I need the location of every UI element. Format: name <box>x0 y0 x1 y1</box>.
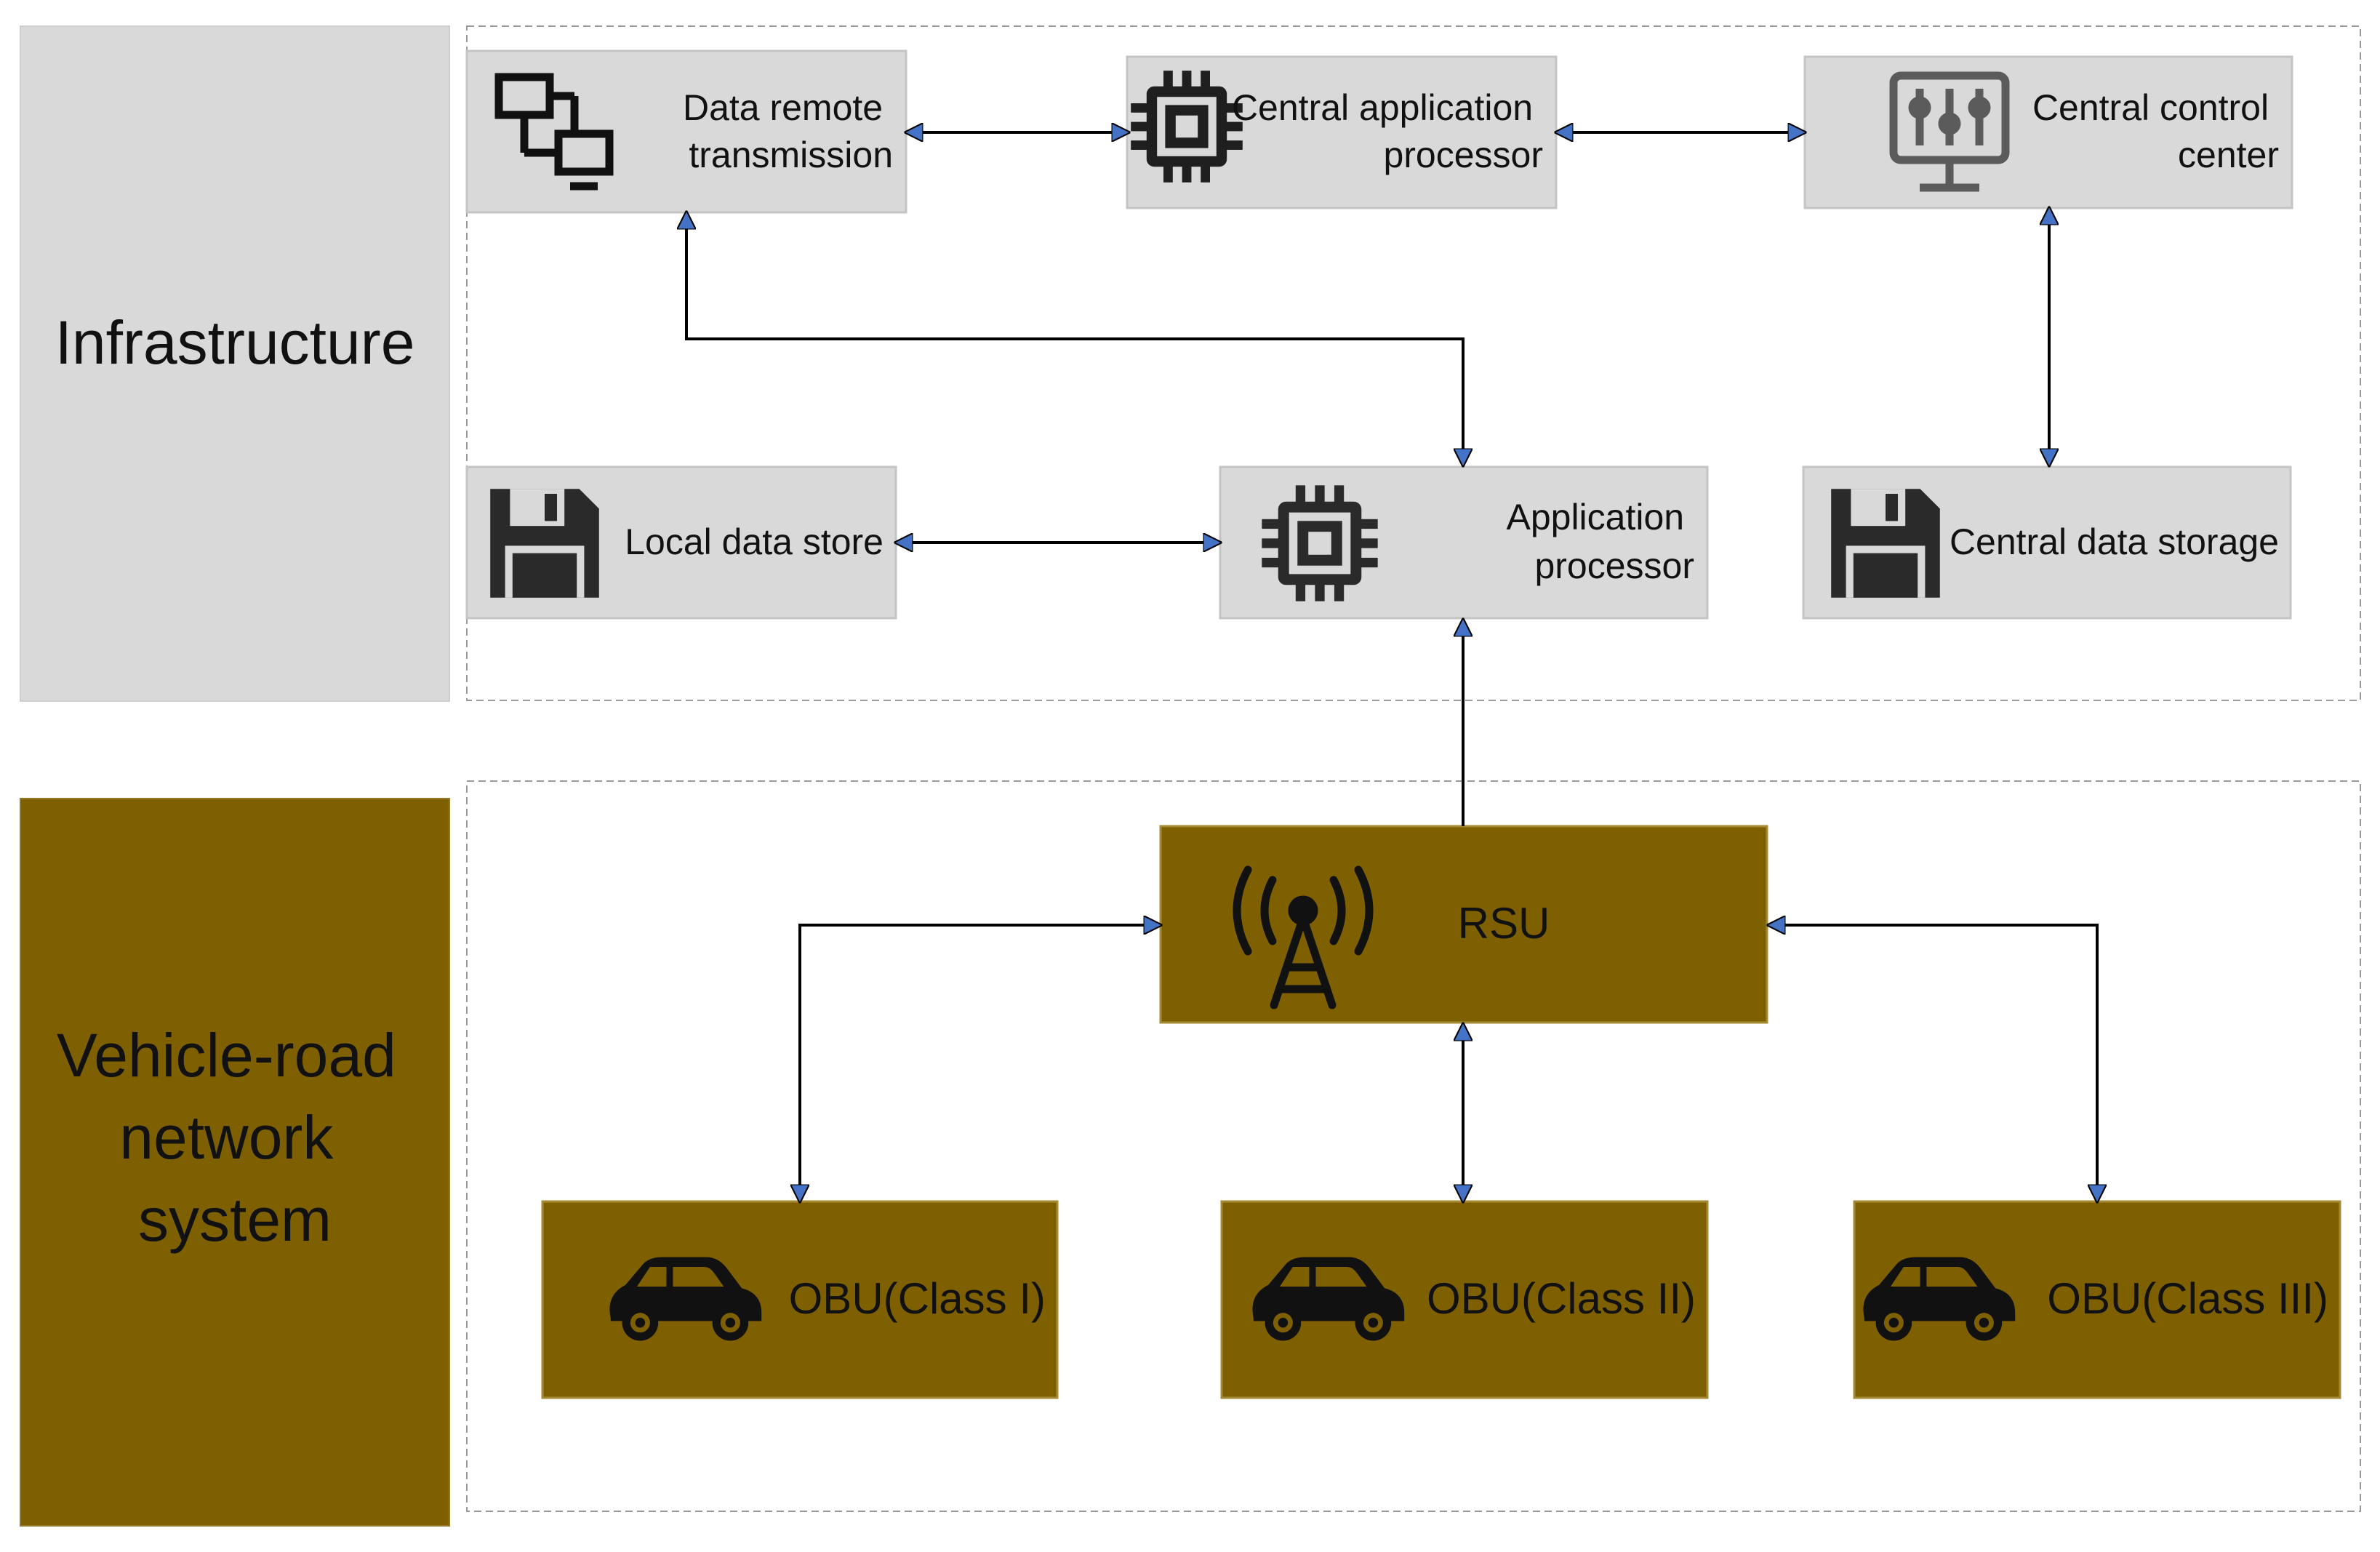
vehicle-road-lane <box>20 798 450 1527</box>
monitor-sliders-icon <box>1889 71 2010 192</box>
central-control-center-node: Central control center <box>1803 55 2293 209</box>
vehicle-road-lane-title: Vehicle-road network system <box>57 1021 413 1254</box>
network-computers-icon <box>494 73 614 191</box>
central-application-processor-label: Central application processor <box>1232 87 1543 175</box>
infrastructure-group-frame <box>466 25 2361 701</box>
data-remote-transmission-label: Data remote transmission <box>683 87 893 175</box>
local-data-store-label: Local data store <box>625 521 884 562</box>
data-remote-transmission-node: Data remote transmission <box>465 49 907 214</box>
obu-class-2-label: OBU(Class II) <box>1427 1274 1696 1323</box>
central-application-processor-node: Central application processor <box>1126 55 1558 209</box>
local-data-store-node: Local data store <box>465 465 897 620</box>
infrastructure-lane <box>20 25 450 702</box>
rsu-label: RSU <box>1458 899 1550 948</box>
vehicle-road-group-frame <box>466 780 2361 1512</box>
obu-class-3-label: OBU(Class III) <box>2047 1274 2328 1323</box>
obu-class-2-node: OBU(Class II) <box>1220 1200 1709 1399</box>
floppy-disk-icon <box>1831 489 1940 598</box>
antenna-tower-icon <box>1233 865 1374 1009</box>
obu-class-1-node: OBU(Class I) <box>541 1200 1059 1399</box>
rsu-node: RSU <box>1159 825 1768 1024</box>
edge-obu3-to-rsu <box>1768 925 2097 1201</box>
application-processor-label: Application processor <box>1506 497 1694 586</box>
floppy-disk-icon <box>490 489 599 598</box>
central-control-center-label: Central control center <box>2032 87 2279 175</box>
obu-class-3-node: OBU(Class III) <box>1853 1200 2341 1399</box>
central-data-storage-node: Central data storage <box>1802 465 2292 620</box>
edge-obu1-to-rsu <box>800 925 1161 1201</box>
central-data-storage-label: Central data storage <box>1950 521 2279 562</box>
edge-app-processor-to-data-remote <box>686 212 1463 465</box>
obu-class-1-label: OBU(Class I) <box>789 1274 1046 1323</box>
application-processor-node: Application processor <box>1219 465 1709 620</box>
infrastructure-lane-title: Infrastructure <box>55 308 415 377</box>
